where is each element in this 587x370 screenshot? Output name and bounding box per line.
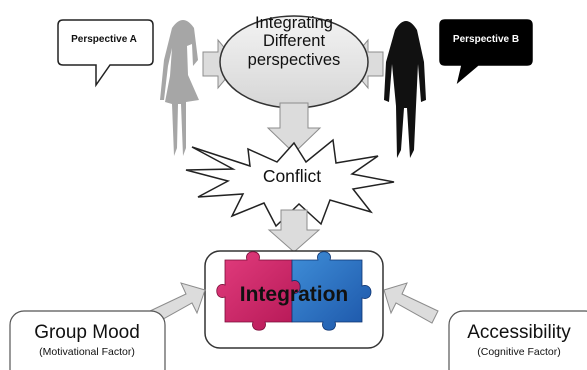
person-a-silhouette xyxy=(160,20,199,156)
arrow-integrating-to-conflict xyxy=(266,102,322,154)
group-mood-title: Group Mood xyxy=(34,322,140,343)
accessibility-box xyxy=(448,310,587,370)
group-mood-box xyxy=(9,310,166,370)
accessibility-title: Accessibility xyxy=(467,322,571,343)
group-mood-label-block: Group Mood (Motivational Factor) xyxy=(12,322,162,359)
arrow-accessibility-to-integration xyxy=(383,282,439,324)
speech-bubble-b xyxy=(439,19,533,85)
accessibility-subtitle: (Cognitive Factor) xyxy=(477,346,561,359)
conflict-label: Conflict xyxy=(262,166,322,186)
integrating-line-1: Integrating xyxy=(255,14,333,32)
integration-label: Integration xyxy=(239,283,349,306)
speech-bubble-a xyxy=(57,19,154,88)
accessibility-label-block: Accessibility (Cognitive Factor) xyxy=(452,322,586,359)
conflict-burst xyxy=(185,138,395,228)
group-mood-subtitle: (Motivational Factor) xyxy=(39,346,135,359)
puzzle-piece-right xyxy=(291,251,372,331)
integrating-label: Integrating Different perspectives xyxy=(226,14,362,69)
integrating-line-3: perspectives xyxy=(247,50,341,69)
integrating-line-2: Different xyxy=(262,32,326,51)
perspective-b-label: Perspective B xyxy=(452,34,520,45)
perspective-a-label: Perspective A xyxy=(71,34,137,45)
arrow-conflict-to-integration xyxy=(267,209,321,253)
person-b-silhouette xyxy=(384,21,426,158)
